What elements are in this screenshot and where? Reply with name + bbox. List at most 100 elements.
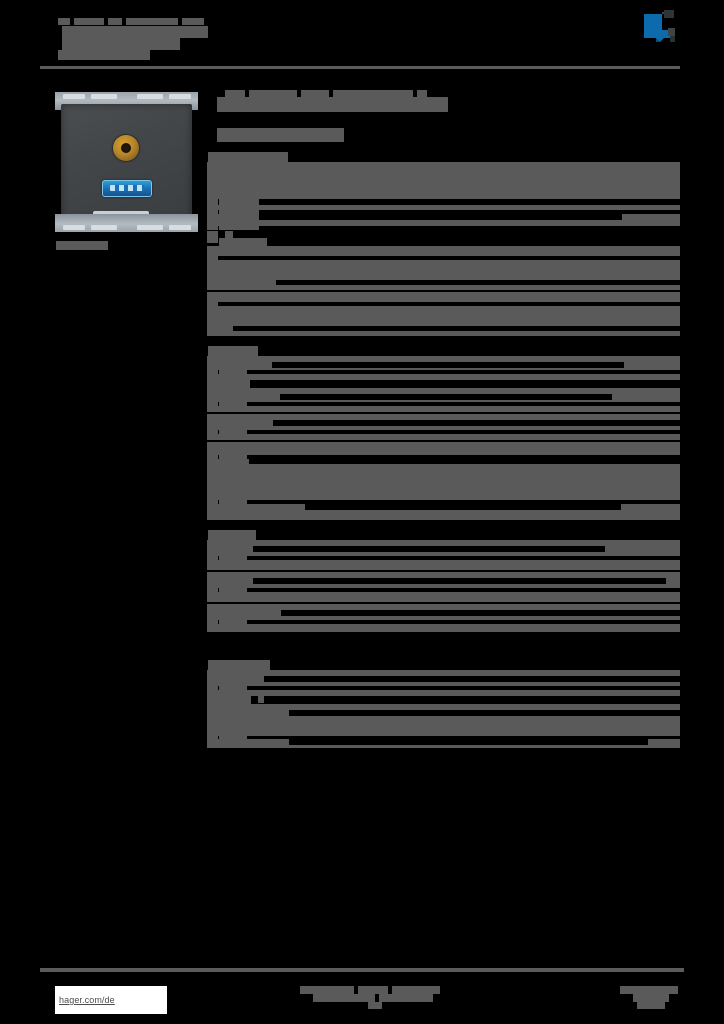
product-reference — [217, 128, 344, 142]
row-gap — [273, 420, 680, 426]
footer-page-number — [620, 986, 678, 994]
spec-row — [207, 696, 251, 704]
footer-center-redaction — [300, 986, 354, 994]
row-gap — [280, 394, 612, 400]
spec-row — [207, 380, 250, 388]
product-image-caption — [56, 241, 108, 250]
spec-table-block — [207, 572, 680, 602]
row-gap — [207, 402, 680, 406]
row-gap — [207, 226, 680, 230]
row-gap — [207, 210, 680, 214]
row-label — [207, 455, 218, 520]
row-gap — [233, 326, 680, 331]
spec-table-block — [207, 670, 680, 696]
mounting-frame-bottom — [55, 214, 198, 232]
row-label — [219, 540, 247, 570]
hager-logo — [638, 8, 686, 50]
spec-table-block — [207, 604, 680, 632]
row-label — [207, 302, 218, 336]
footer-center-redaction — [379, 994, 433, 1002]
row-label — [219, 388, 247, 412]
header-title-redaction — [74, 18, 104, 25]
section-heading — [208, 660, 270, 670]
row-gap — [249, 458, 680, 464]
row-gap — [289, 739, 648, 745]
socket-illustration — [55, 92, 198, 232]
row-gap — [272, 362, 624, 368]
spec-row — [225, 231, 233, 238]
row-label — [207, 546, 218, 570]
footer-divider — [40, 968, 684, 972]
row-label — [207, 199, 218, 230]
section-heading — [208, 530, 256, 540]
row-gap — [276, 280, 680, 285]
row-gap — [305, 504, 621, 510]
row-gap — [207, 620, 680, 624]
section-heading — [208, 346, 258, 356]
footer-center-redaction — [313, 994, 375, 1002]
hager-website-link[interactable]: hager.com/de — [55, 986, 167, 1014]
header-title-redaction — [58, 18, 70, 25]
row-label — [219, 414, 247, 440]
page-title-redaction — [333, 90, 413, 97]
row-gap — [207, 736, 680, 739]
spec-table-block — [207, 540, 680, 570]
row-label — [219, 670, 247, 696]
row-gap — [207, 455, 680, 459]
header-title-redaction — [182, 18, 204, 25]
row-gap — [207, 430, 680, 434]
header-divider — [40, 66, 680, 69]
spec-table-block — [207, 356, 680, 380]
row-gap — [207, 588, 680, 592]
row-label — [207, 394, 218, 412]
row-gap — [207, 256, 680, 260]
page-title-redaction — [249, 90, 297, 97]
spec-table-block — [207, 388, 680, 412]
row-gap — [289, 710, 680, 716]
footer-page-number — [637, 1002, 665, 1009]
header-subtitle-redaction — [62, 38, 180, 50]
row-gap — [207, 556, 680, 560]
row-gap — [264, 676, 680, 682]
rca-connector-icon — [113, 135, 139, 161]
row-label — [219, 162, 259, 230]
row-label — [219, 442, 247, 520]
row-label — [207, 610, 218, 632]
header-subtitle-redaction — [62, 26, 208, 38]
row-label — [207, 256, 218, 290]
footer-page-number — [633, 994, 669, 1002]
row-gap — [207, 500, 680, 504]
row-label — [219, 572, 247, 602]
footer-center-redaction — [392, 986, 440, 994]
page-title — [217, 97, 448, 112]
row-label — [219, 604, 247, 632]
footer-center-redaction — [358, 986, 388, 994]
spec-row — [207, 231, 218, 243]
row-label — [219, 356, 247, 380]
row-label — [207, 420, 218, 440]
row-gap — [281, 610, 680, 616]
row-label — [207, 710, 218, 748]
page-title-redaction — [225, 90, 245, 97]
page-title-redaction — [301, 90, 329, 97]
row-gap — [207, 302, 680, 306]
row-gap — [249, 199, 641, 205]
page-title-redaction — [417, 90, 427, 97]
row-gap — [253, 546, 605, 552]
socket-faceplate — [61, 104, 192, 220]
product-image — [55, 92, 198, 232]
row-label — [219, 704, 247, 748]
section-heading — [208, 152, 288, 162]
header-subtitle-redaction — [58, 50, 150, 60]
row-label — [207, 676, 218, 696]
row-gap — [253, 578, 666, 584]
row-label — [207, 578, 218, 602]
row-label — [207, 362, 218, 380]
header-title-redaction — [108, 18, 122, 25]
row-gap — [207, 686, 680, 690]
footer-center-redaction — [368, 1002, 382, 1009]
spec-row — [258, 696, 264, 703]
row-gap — [207, 370, 680, 374]
header-title-redaction — [126, 18, 178, 25]
